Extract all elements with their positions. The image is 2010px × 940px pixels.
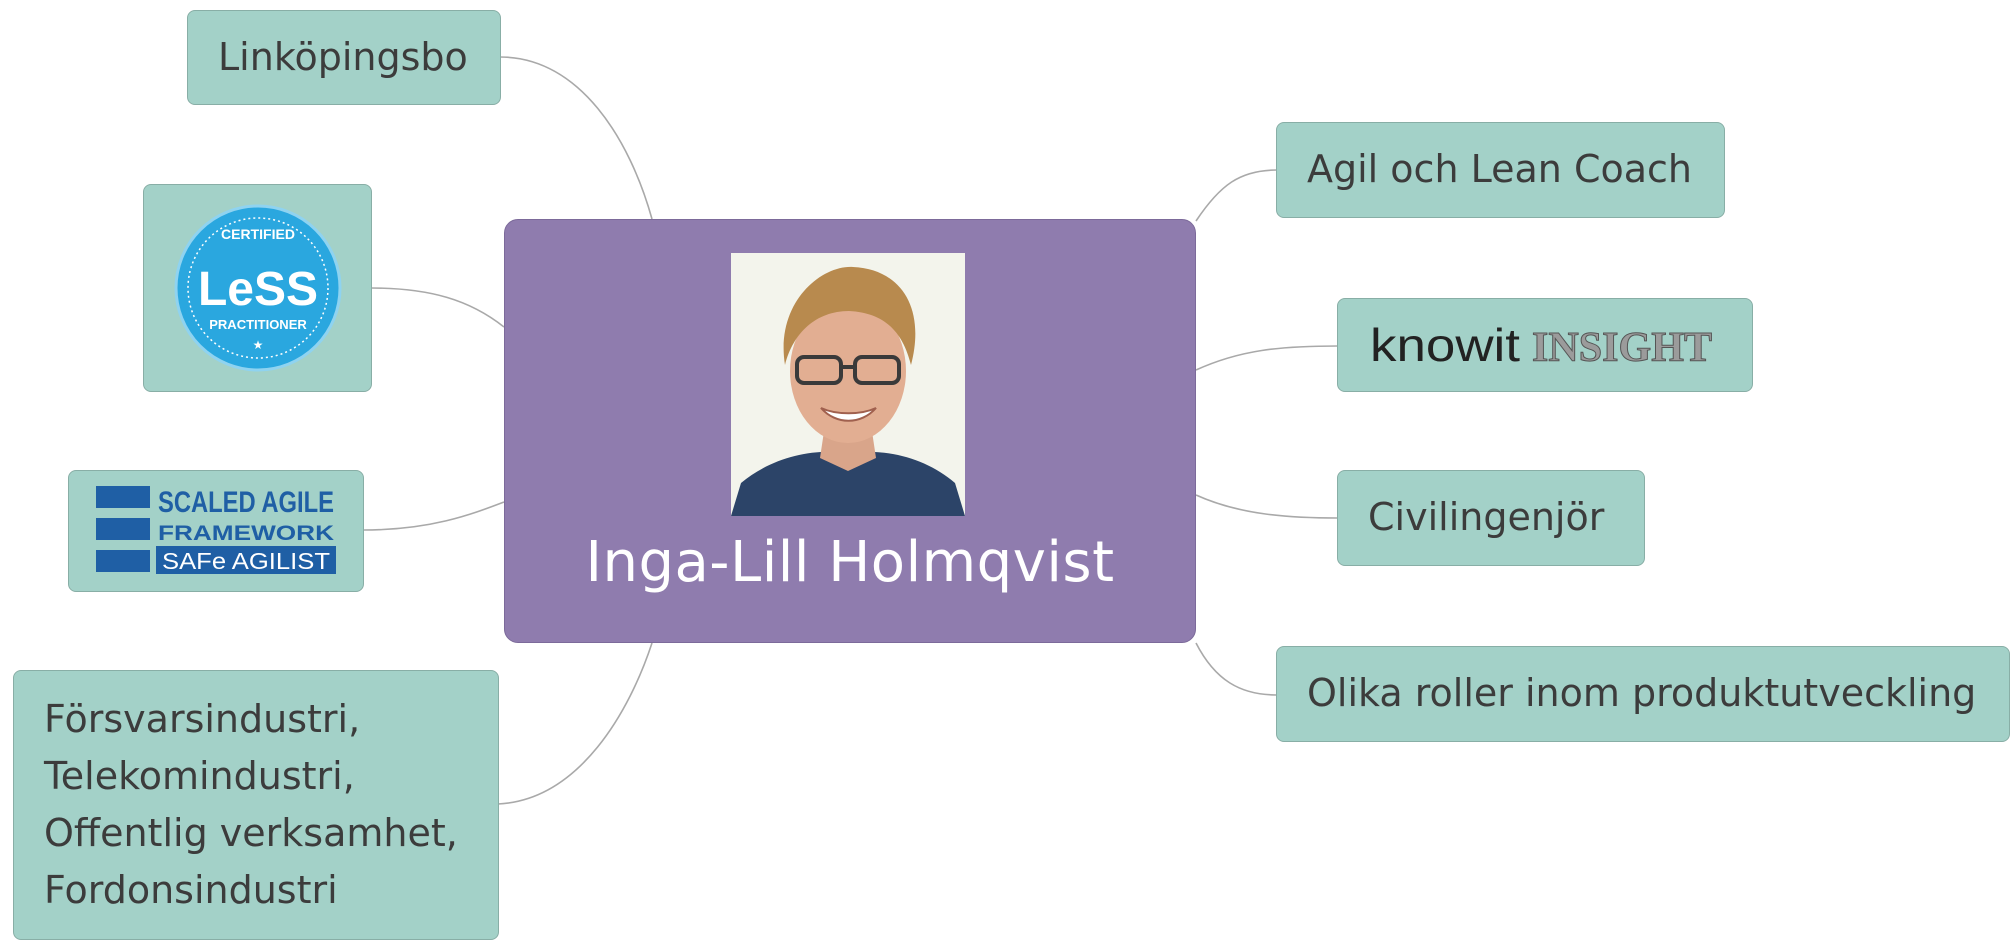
industry-line-3: Offentlig verksamhet,	[44, 811, 458, 855]
knowit-insight-logo-icon: knowit INSIGHT	[1370, 319, 1713, 372]
industry-line-4: Fordonsindustri	[44, 868, 338, 912]
less-bottom-text: PRACTITIONER	[209, 317, 307, 332]
insight-word: INSIGHT	[1532, 325, 1712, 371]
safe-line1: SCALED AGILE	[158, 486, 334, 519]
central-topic[interactable]: Inga-Lill Holmqvist	[504, 219, 1196, 643]
safe-agilist-logo-icon: SCALED AGILE FRAMEWORK SAFe AGILIST	[96, 486, 336, 574]
link-roller	[1195, 642, 1278, 696]
node-label: Olika roller inom produktutveckling	[1307, 671, 1977, 716]
less-certified-badge-icon: CERTIFIED LeSS PRACTITIONER ★	[174, 204, 341, 372]
less-top-text: CERTIFIED	[221, 226, 295, 242]
link-linkopingsbo	[499, 56, 653, 220]
industry-line-1: Försvarsindustri,	[44, 697, 361, 741]
node-label: Civilingenjör	[1368, 495, 1605, 540]
link-knowit	[1195, 345, 1339, 371]
node-agil-lean-coach[interactable]: Agil och Lean Coach	[1276, 122, 1725, 218]
link-less	[370, 287, 505, 328]
link-agil	[1195, 169, 1278, 222]
svg-text:★: ★	[252, 338, 263, 352]
node-label: Agil och Lean Coach	[1307, 147, 1692, 192]
safe-line2: FRAMEWORK	[158, 522, 334, 545]
central-topic-title: Inga-Lill Holmqvist	[585, 530, 1115, 595]
less-main-text: LeSS	[197, 263, 317, 316]
node-label: Linköpingsbo	[218, 34, 468, 79]
node-linkopingsbo[interactable]: Linköpingsbo	[187, 10, 501, 105]
link-safe	[362, 501, 505, 531]
knowit-word: knowit	[1370, 319, 1520, 371]
industry-line-2: Telekomindustri,	[44, 754, 355, 798]
node-produktutveckling[interactable]: Olika roller inom produktutveckling	[1276, 646, 2010, 742]
portrait-photo	[731, 253, 965, 516]
safe-line3: SAFe AGILIST	[162, 548, 330, 574]
node-safe-logo[interactable]: SCALED AGILE FRAMEWORK SAFe AGILIST	[68, 470, 364, 592]
node-less-logo[interactable]: CERTIFIED LeSS PRACTITIONER ★	[143, 184, 372, 392]
node-industries[interactable]: Försvarsindustri, Telekomindustri, Offen…	[13, 670, 499, 940]
link-industries	[497, 642, 653, 805]
node-knowit-logo[interactable]: knowit INSIGHT	[1337, 298, 1753, 392]
link-civilingenjor	[1195, 494, 1339, 519]
node-civilingenjor[interactable]: Civilingenjör	[1337, 470, 1645, 566]
